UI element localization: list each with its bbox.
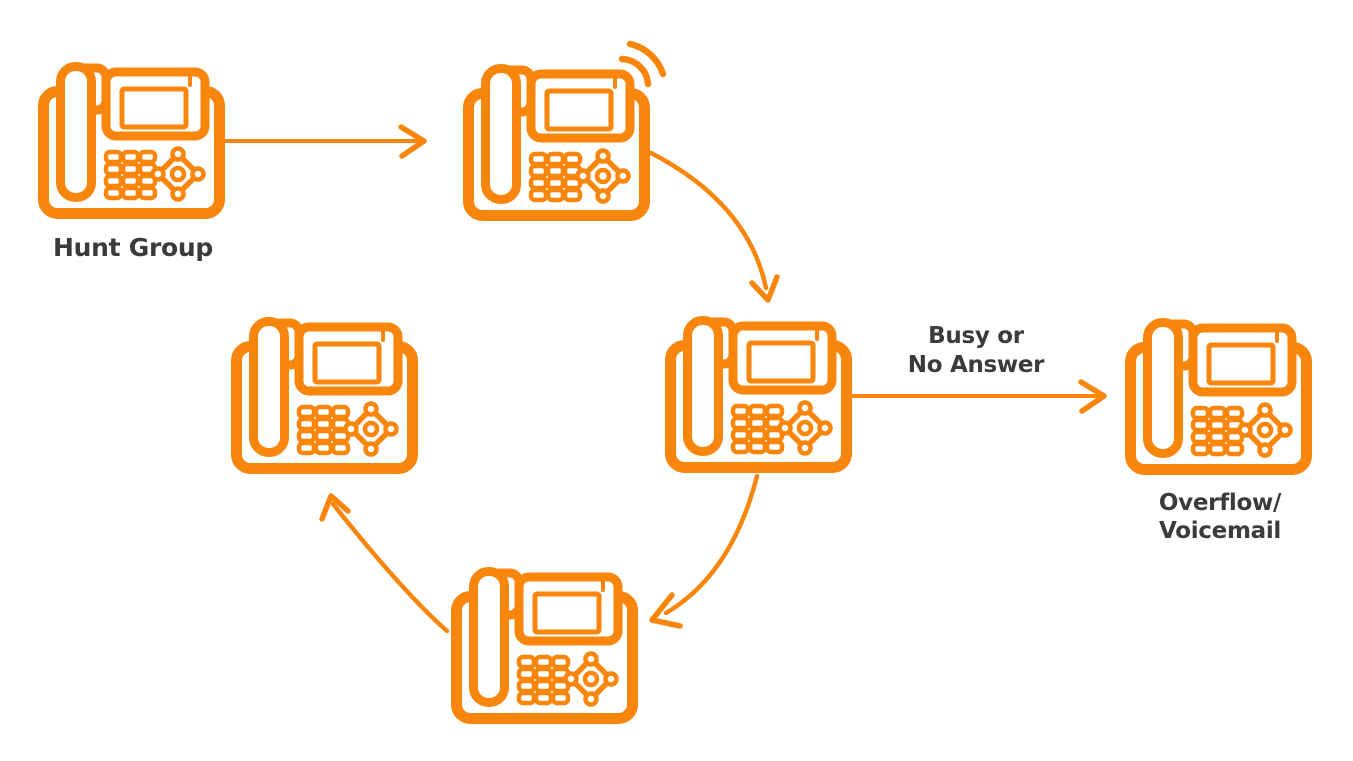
desk-phone-icon xyxy=(665,316,855,474)
hunt-group-label: Hunt Group xyxy=(53,233,213,262)
desk-phone-icon xyxy=(463,64,653,222)
arrow-ringing-to-right xyxy=(648,150,780,303)
busy-label-line-2: No Answer xyxy=(907,352,1045,378)
desk-phone-icon xyxy=(38,62,228,220)
desk-phone-icon xyxy=(231,317,421,475)
group-member-phone-right xyxy=(665,316,855,474)
desk-phone-icon xyxy=(1125,318,1315,476)
desk-phone-icon xyxy=(451,567,641,725)
arrow-hunt-to-ringing xyxy=(221,124,427,159)
arrow-bottom-to-left xyxy=(319,493,450,634)
overflow-label-line-2: Voicemail xyxy=(1158,518,1281,544)
overflow-label-line-1: Overflow/ xyxy=(1158,490,1282,516)
overflow-voicemail-phone xyxy=(1125,318,1315,476)
ringing-phone xyxy=(463,64,653,222)
group-member-phone-bottom xyxy=(451,567,641,725)
group-member-phone-left xyxy=(231,317,421,475)
hunt-group-phone xyxy=(38,62,228,220)
busy-label-line-1: Busy or xyxy=(928,323,1024,349)
busy-or-no-answer-label: Busy or No Answer xyxy=(862,322,1090,380)
arrow-right-to-overflow xyxy=(850,379,1107,414)
overflow-voicemail-label: Overflow/ Voicemail xyxy=(1122,489,1318,545)
arrow-right-to-bottom xyxy=(649,473,760,629)
